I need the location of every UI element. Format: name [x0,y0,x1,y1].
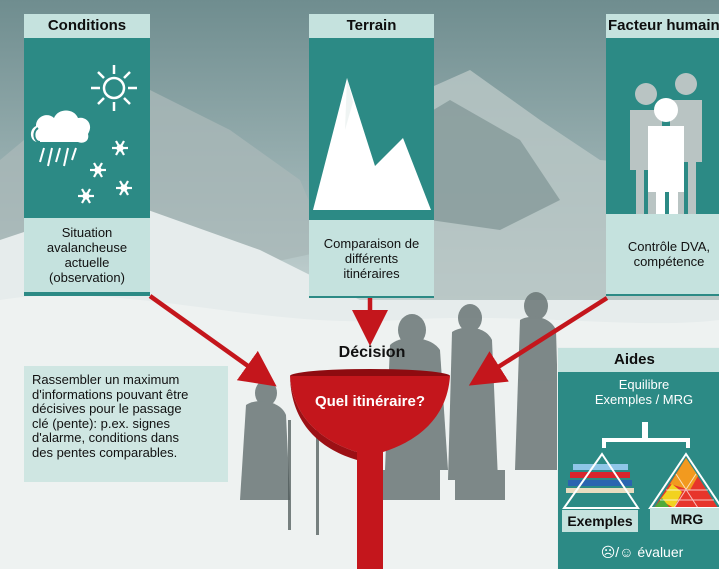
snowflake-icons [78,140,132,204]
decision-label: Décision [338,344,406,361]
balance-scale [562,422,719,509]
examples-label: Exemples [562,510,638,532]
conditions-title: Conditions [24,14,150,38]
balance-icon [602,422,690,448]
arrow-human-factor [468,296,609,386]
terrain-caption: Comparaison de différents itinéraires [309,220,434,296]
terrain-panel: Terrain Comparaison de différents itinér… [309,14,434,298]
examples-pyramid-icon [562,452,640,509]
decision-funnel [290,369,450,569]
human-factor-caption: Contrôle DVA, compétence [606,214,719,294]
rain-cloud-icon [30,110,91,167]
mrg-label: MRG [650,508,719,530]
sun-icon [91,65,137,111]
aids-subtitle: Equilibre Exemples / MRG [594,377,694,407]
arrow-conditions [148,294,277,387]
conditions-caption: Situation avalancheuse actuelle (observa… [24,218,150,292]
terrain-title: Terrain [309,14,434,38]
weather-icons [30,65,137,204]
human-factor-title: Facteur humain [606,14,719,38]
mrg-pyramid-icon [648,452,719,509]
information-note: Rassembler un maximum d'informations pou… [24,366,228,482]
aids-title: Aides [558,348,719,372]
conditions-panel: Conditions [24,14,150,296]
funnel-question: Quel itinéraire? [314,393,426,410]
mountain-icon [313,78,431,210]
human-factor-panel: Facteur humain Contrôle DVA, compétence [606,14,719,296]
aids-footer: ☹/☺ évaluer [600,544,684,560]
people-icon [630,73,702,224]
aids-panel: Aides Equilibre Exemples / MRG [557,347,719,569]
